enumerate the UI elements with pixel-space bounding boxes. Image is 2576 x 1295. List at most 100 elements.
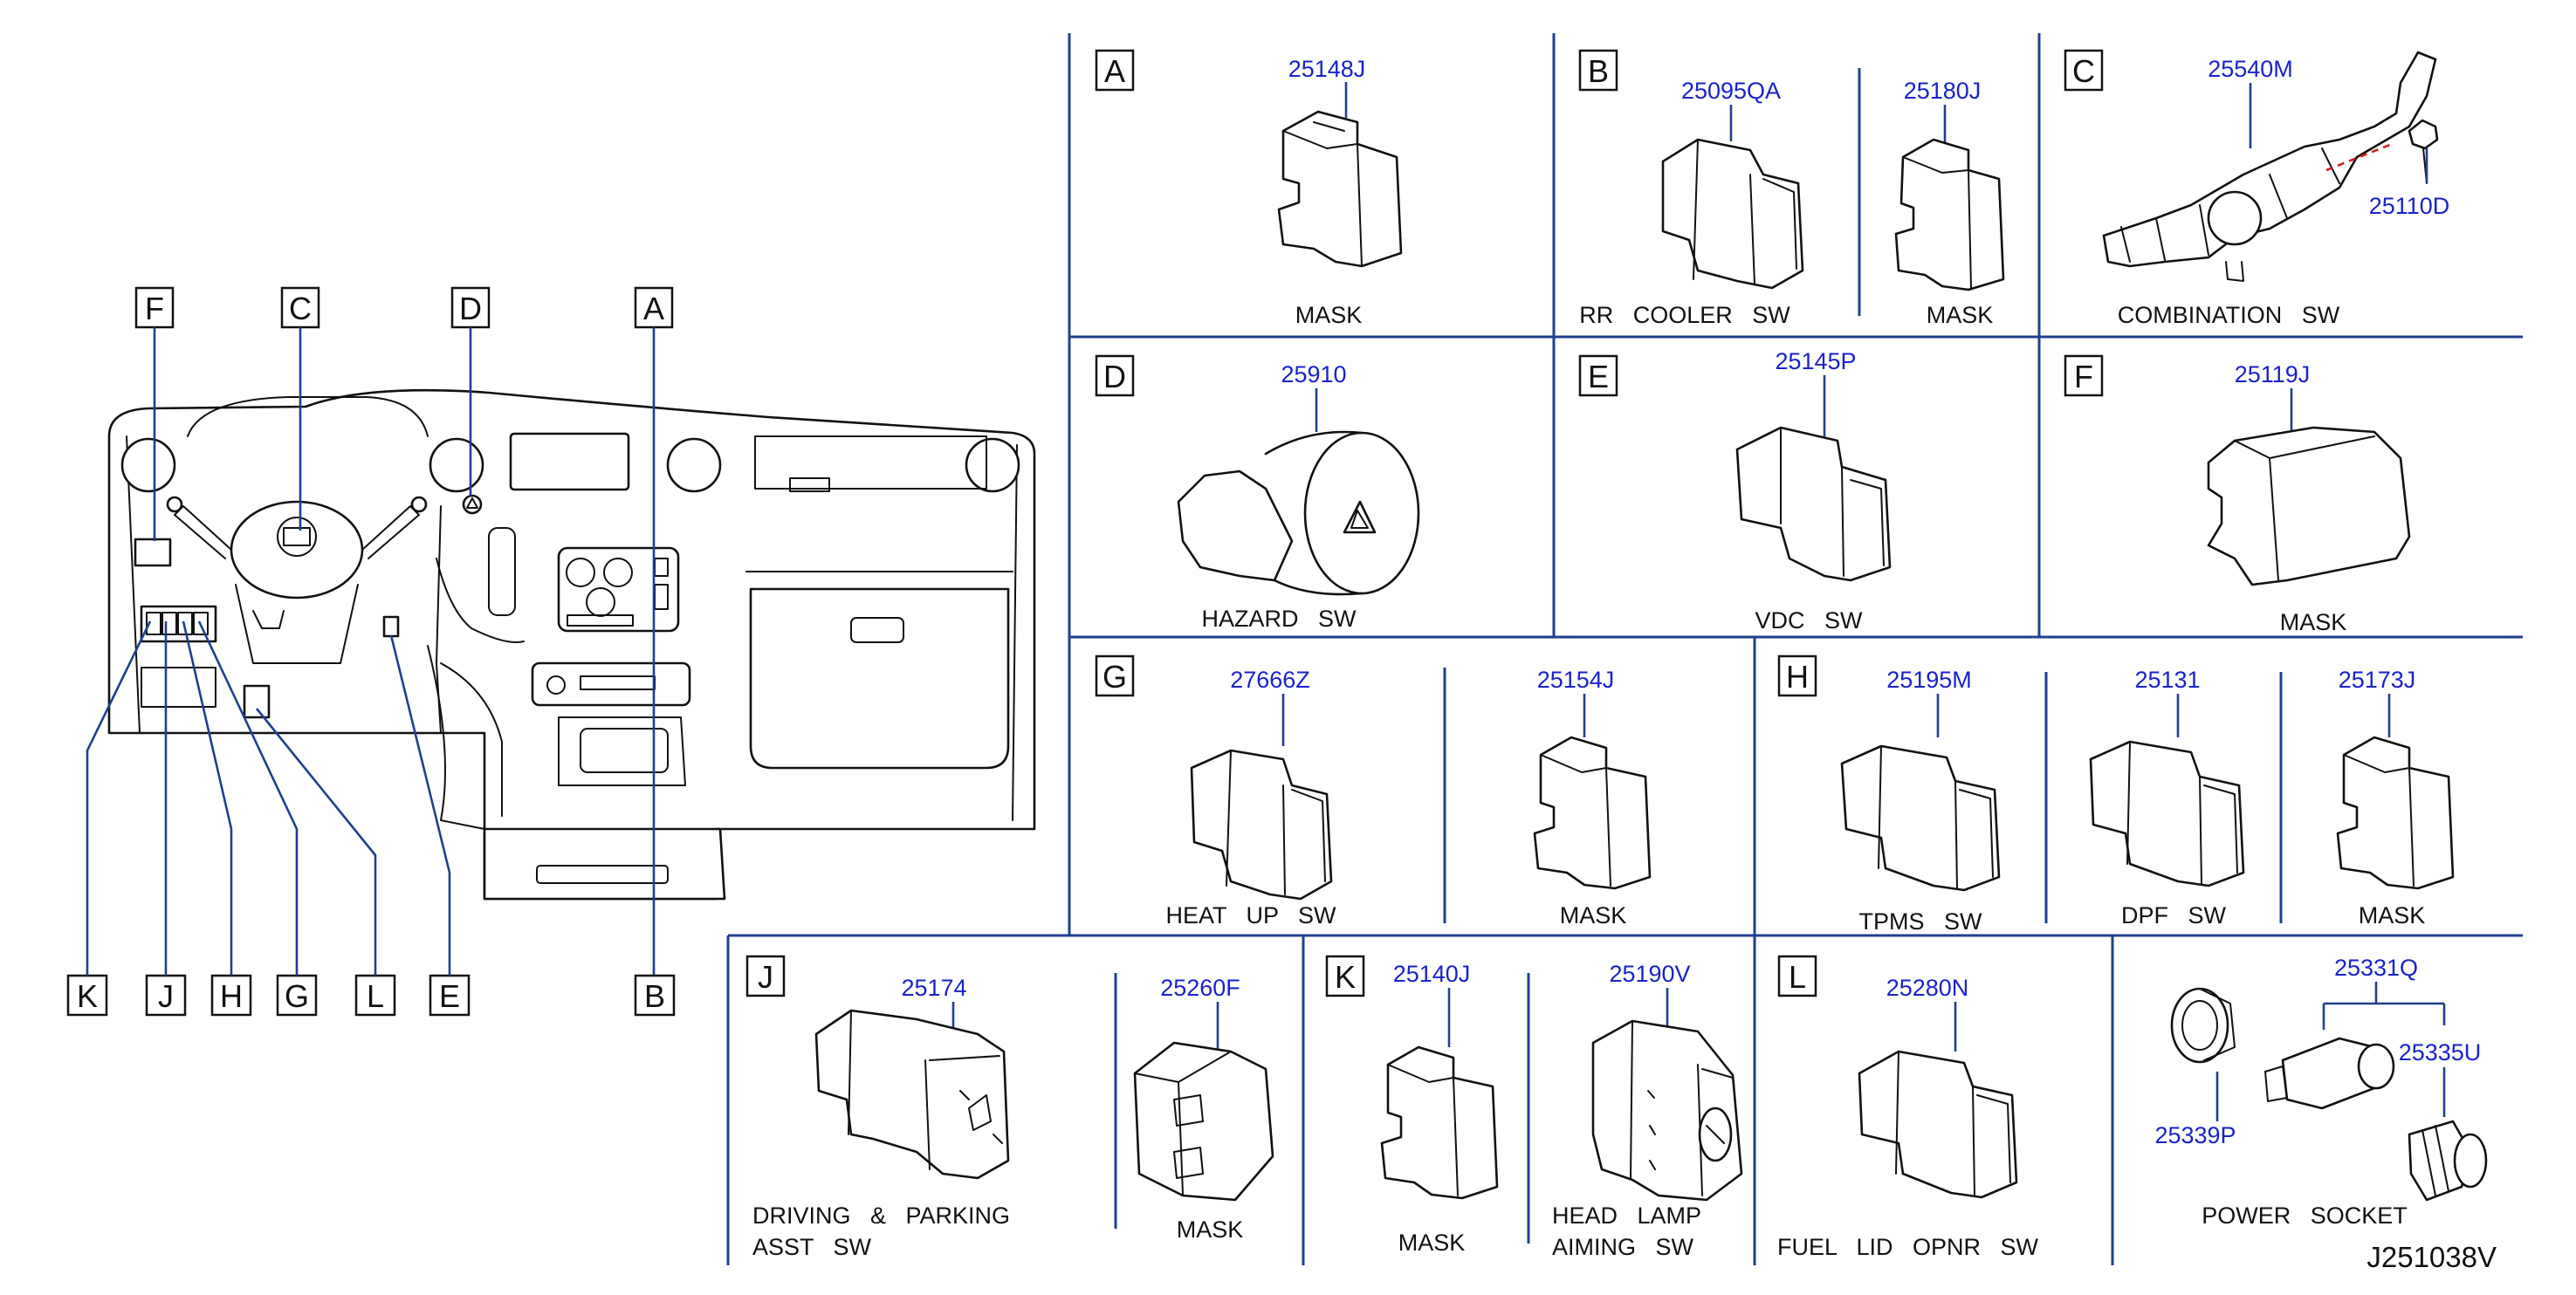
part-number-25154J: 25154J: [1537, 667, 1615, 693]
caption-mask-B: MASK: [1927, 302, 1994, 328]
part-number-25131: 25131: [2134, 667, 2200, 693]
mask-icon: [1533, 736, 1652, 890]
mask-icon: [1894, 138, 2005, 291]
part-number-25195M: 25195M: [1886, 667, 1972, 693]
part-number-25335U: 25335U: [2399, 1039, 2482, 1065]
headlamp-aiming-switch-icon: [1591, 1019, 1743, 1202]
panel-D-letter: D: [1103, 359, 1126, 394]
caption-heat-up-sw: HEAT UP SW: [1165, 902, 1336, 928]
panel-L: L 25280N FUEL LID OPNR SW: [1777, 955, 2039, 1260]
socket-cap-icon: [2408, 1120, 2488, 1202]
panel-H-letter: H: [1786, 659, 1809, 695]
part-number-25260F: 25260F: [1160, 975, 1240, 1001]
panel-A: A 25148J MASK: [1095, 49, 1403, 328]
rr-cooler-switch-icon: [1661, 138, 1804, 290]
part-number-25095QA: 25095QA: [1681, 78, 1781, 104]
mask-icon: [1380, 1045, 1499, 1200]
caption-fuel-lid-opnr-sw: FUEL LID OPNR SW: [1777, 1234, 2039, 1260]
mask-icon: [2207, 426, 2411, 586]
panel-G-letter: G: [1103, 659, 1127, 695]
callout-L: L: [367, 978, 384, 1014]
heat-up-switch-icon: [1190, 749, 1333, 901]
tpms-switch-icon: [1840, 744, 2001, 892]
caption-dpf-sw: DPF SW: [2121, 902, 2227, 928]
panel-H: H 25195M TPMS SW 25131 DPF SW 25173J MAS…: [1777, 654, 2455, 935]
panel-K-letter: K: [1335, 959, 1356, 995]
panel-F-letter: F: [2074, 359, 2093, 394]
caption-mask-G: MASK: [1560, 902, 1627, 928]
part-number-25145P: 25145P: [1775, 348, 1856, 374]
mask-icon: [1133, 1041, 1274, 1202]
socket-ring-icon: [2170, 987, 2236, 1064]
panel-power-socket: 25331Q 25335U 25339P POWER SOCKET: [2154, 955, 2488, 1229]
callout-H: H: [220, 978, 243, 1014]
part-number-25190V: 25190V: [1609, 961, 1690, 987]
panel-D: D 25910 HAZARD SW: [1095, 354, 1420, 632]
caption-mask-A: MASK: [1295, 302, 1363, 328]
callout-C: C: [289, 291, 312, 326]
caption-driving-parking-line1: DRIVING & PARKING: [752, 1202, 1010, 1229]
part-number-27666Z: 27666Z: [1230, 667, 1310, 693]
panel-C-letter: C: [2072, 53, 2095, 89]
mask-icon: [1277, 110, 1403, 268]
panel-K: K 25140J MASK 25190V HEAD LAMP AIMING SW: [1325, 955, 1743, 1260]
caption-driving-parking-line2: ASST SW: [752, 1234, 872, 1260]
callout-A: A: [643, 291, 664, 326]
panel-F: F 25119J MASK: [2064, 354, 2411, 635]
panel-L-letter: L: [1789, 959, 1806, 995]
panel-grid: [726, 33, 2523, 1265]
panel-E: E 25145P VDC SW: [1578, 348, 1892, 634]
caption-tpms-sw: TPMS SW: [1859, 908, 1983, 935]
panel-C: C 25540M 25110D COMBINATION SW: [2064, 49, 2450, 328]
callout-G: G: [285, 978, 309, 1014]
caption-combination-sw: COMBINATION SW: [2118, 302, 2340, 328]
panel-A-letter: A: [1104, 53, 1125, 89]
caption-mask-F: MASK: [2280, 609, 2347, 635]
caption-hazard-sw: HAZARD SW: [1201, 606, 1357, 632]
screw-icon: [2408, 119, 2439, 184]
overview-callouts-top: F C D A: [134, 286, 674, 977]
caption-head-lamp-line2: AIMING SW: [1552, 1234, 1694, 1260]
caption-vdc-sw: VDC SW: [1755, 607, 1863, 634]
callout-B: B: [644, 978, 665, 1014]
panel-E-letter: E: [1588, 359, 1609, 394]
vdc-switch-icon: [1735, 426, 1892, 582]
part-number-25910: 25910: [1281, 361, 1346, 387]
callout-F: F: [145, 291, 164, 326]
part-number-25110D: 25110D: [2369, 193, 2450, 219]
callout-E: E: [439, 978, 460, 1014]
callout-D: D: [459, 291, 482, 326]
panel-J-letter: J: [758, 959, 773, 995]
panel-B-letter: B: [1588, 53, 1609, 89]
part-number-25180J: 25180J: [1904, 78, 1982, 104]
panel-B: B 25095QA RR COOLER SW 25180J MASK: [1578, 49, 2005, 328]
part-number-25173J: 25173J: [2339, 667, 2416, 693]
diagram-id: J251038V: [2366, 1241, 2497, 1273]
part-number-25119J: 25119J: [2235, 361, 2311, 387]
part-number-25540M: 25540M: [2208, 56, 2293, 82]
dashboard-overview: [107, 388, 1036, 901]
fuel-lid-opener-switch-icon: [1858, 1050, 2018, 1199]
cigarette-lighter-icon: [2264, 1037, 2395, 1110]
caption-mask-K: MASK: [1398, 1230, 1466, 1256]
callout-K: K: [77, 978, 98, 1014]
part-number-25331Q: 25331Q: [2334, 955, 2418, 981]
caption-head-lamp-line1: HEAD LAMP: [1552, 1202, 1701, 1229]
caption-power-socket: POWER SOCKET: [2202, 1202, 2408, 1229]
mask-icon: [2336, 736, 2455, 890]
dpf-switch-icon: [2089, 740, 2245, 887]
caption-mask-H: MASK: [2359, 902, 2426, 928]
caption-mask-J: MASK: [1177, 1216, 1244, 1243]
callout-J: J: [158, 978, 174, 1014]
combination-switch-icon: [2102, 51, 2437, 282]
overview-callouts-bottom: K J H G L E B: [66, 620, 676, 1017]
part-number-25140J: 25140J: [1393, 961, 1471, 987]
part-number-25339P: 25339P: [2154, 1122, 2236, 1148]
caption-rr-cooler-sw: RR COOLER SW: [1579, 302, 1790, 328]
part-number-25148J: 25148J: [1288, 56, 1366, 82]
part-number-25174: 25174: [901, 975, 966, 1001]
panel-J: J 25174 DRIVING & PARKING ASST SW 25260F…: [745, 955, 1274, 1260]
part-number-25280N: 25280N: [1886, 975, 1969, 1001]
hazard-switch-icon: [1177, 430, 1420, 596]
